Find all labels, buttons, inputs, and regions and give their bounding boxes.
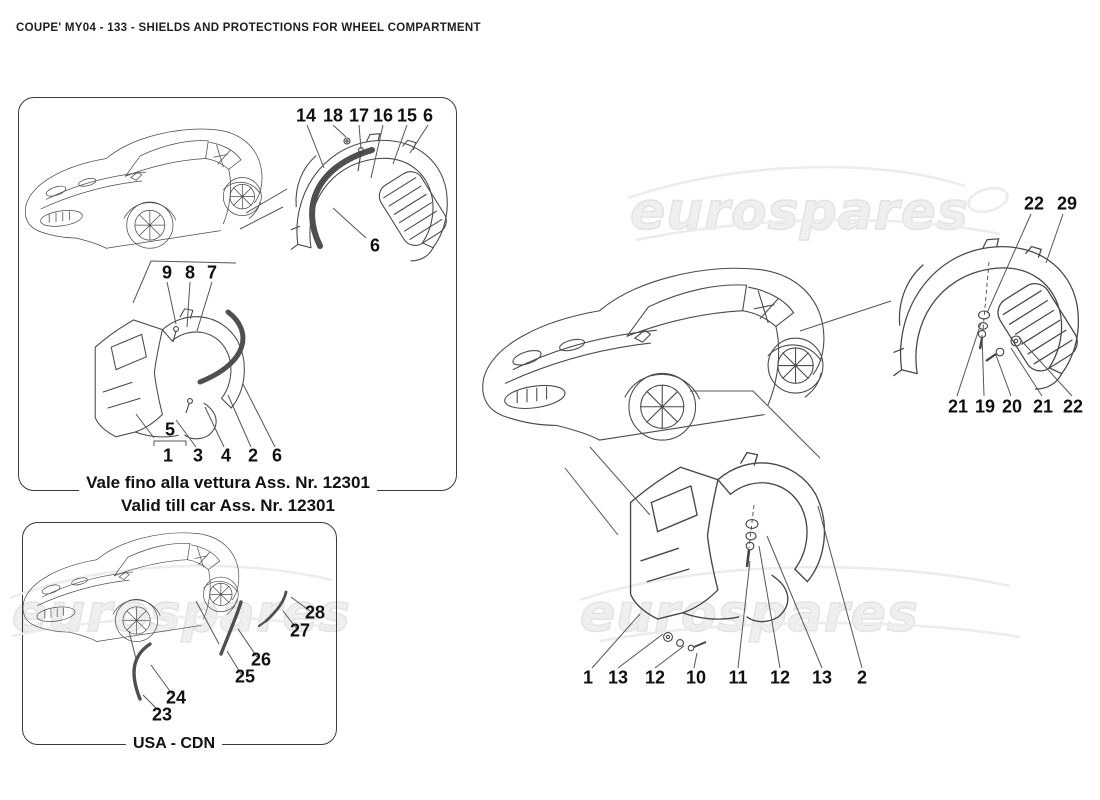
part-callout[interactable]: 13: [607, 667, 629, 688]
part-callout[interactable]: 16: [372, 105, 394, 126]
fastener-drawings: [172, 137, 1022, 652]
part-callout[interactable]: 18: [322, 105, 344, 126]
seal-strip-drawings: [132, 147, 375, 701]
part-callout[interactable]: 10: [685, 667, 707, 688]
part-callout[interactable]: 2: [247, 445, 259, 466]
rear-wheelhouse-drawing-right: [893, 238, 1084, 390]
part-callout[interactable]: 6: [369, 235, 381, 256]
part-callout[interactable]: 13: [811, 667, 833, 688]
valid-till-caption: Vale fino alla vettura Ass. Nr. 12301 Va…: [79, 471, 377, 517]
valid-till-caption-italian: Vale fino alla vettura Ass. Nr. 12301: [86, 473, 370, 492]
part-callout[interactable]: 29: [1056, 193, 1078, 214]
car-line-drawing-valid-till: [24, 128, 263, 249]
car-line-drawing-usa-cdn: [22, 532, 240, 642]
part-callout[interactable]: 6: [271, 445, 283, 466]
part-callout[interactable]: 14: [295, 105, 317, 126]
valid-till-caption-english: Valid till car Ass. Nr. 12301: [121, 496, 335, 515]
part-callout[interactable]: 21: [947, 396, 969, 417]
part-callout[interactable]: 9: [161, 262, 173, 283]
part-callout[interactable]: 25: [234, 666, 256, 687]
part-callout[interactable]: 7: [206, 262, 218, 283]
part-callout[interactable]: 17: [348, 105, 370, 126]
car-line-drawing-main: [482, 267, 825, 441]
part-callout[interactable]: 21: [1032, 396, 1054, 417]
leader-lines: [128, 124, 1073, 711]
front-wheelhouse-drawing-bottom: [629, 451, 826, 623]
part-callout[interactable]: 28: [304, 602, 326, 623]
part-callout[interactable]: 19: [974, 396, 996, 417]
part-callout[interactable]: 8: [184, 262, 196, 283]
part-callout[interactable]: 26: [250, 649, 272, 670]
part-callout[interactable]: 24: [165, 687, 187, 708]
part-callout[interactable]: 23: [151, 704, 173, 725]
part-callout[interactable]: 6: [422, 105, 434, 126]
part-callout[interactable]: 1: [162, 445, 174, 466]
part-callout[interactable]: 3: [192, 445, 204, 466]
part-callout[interactable]: 20: [1001, 396, 1023, 417]
part-callout[interactable]: 12: [644, 667, 666, 688]
part-callout[interactable]: 1: [582, 667, 594, 688]
watermark-swoosh-lines: [9, 165, 1021, 643]
part-callout[interactable]: 22: [1023, 193, 1045, 214]
part-callout[interactable]: 5: [164, 419, 176, 440]
usa-cdn-caption: USA - CDN: [125, 735, 223, 753]
part-callout[interactable]: 22: [1062, 396, 1084, 417]
page-title: COUPE' MY04 - 133 - SHIELDS AND PROTECTI…: [16, 22, 481, 34]
part-callout[interactable]: 4: [220, 445, 232, 466]
part-callout[interactable]: 27: [289, 620, 311, 641]
part-callout[interactable]: 12: [769, 667, 791, 688]
part-callout[interactable]: 11: [728, 667, 748, 688]
part-callout[interactable]: 15: [396, 105, 418, 126]
part-callout[interactable]: 2: [856, 667, 868, 688]
